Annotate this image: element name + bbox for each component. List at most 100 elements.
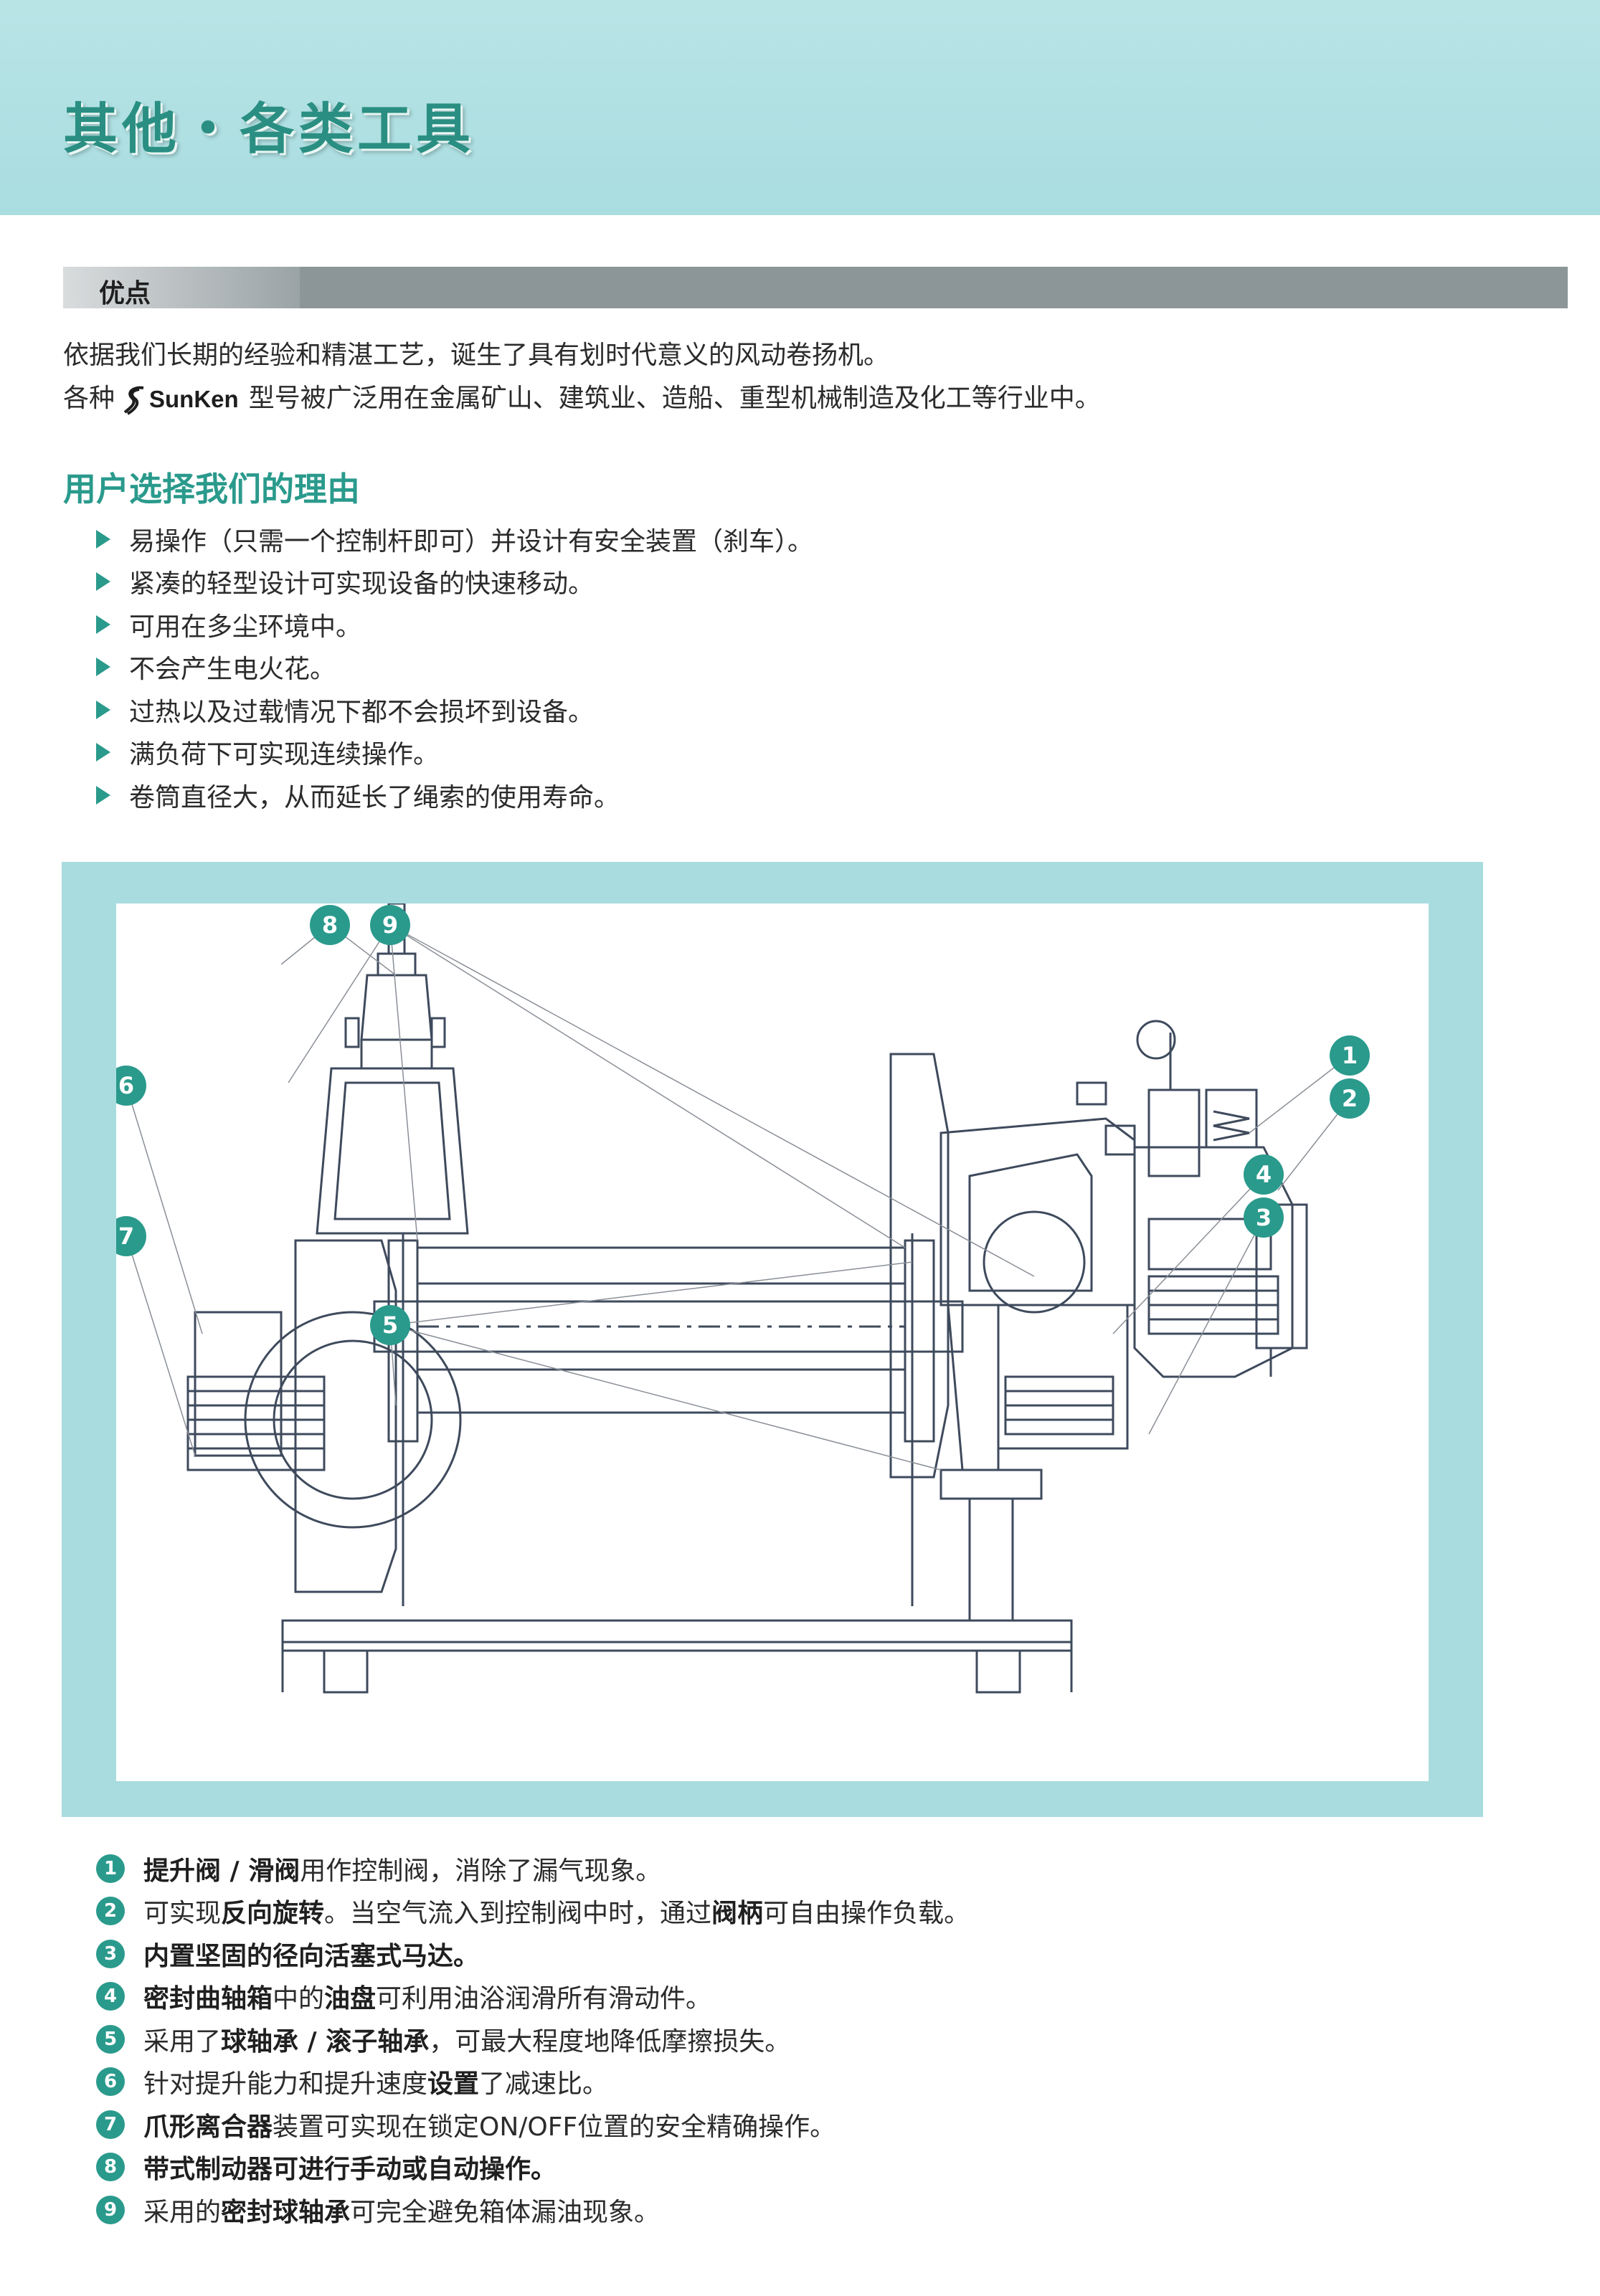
list-item: 7 爪形离合器装置可实现在锁定ON/OFF位置的安全精确操作。 <box>96 2103 970 2146</box>
feature-text-bold: 反向旋转 <box>221 1899 325 1929</box>
callout-6-label: 6 <box>118 1072 134 1099</box>
callout-6: 6 <box>116 1066 146 1106</box>
list-item: 5 采用了球轴承 / 滚子轴承，可最大程度地降低摩擦损失。 <box>96 2018 970 2061</box>
list-item: 可用在多尘环境中。 <box>96 603 813 646</box>
brand-name: SunKen <box>149 385 239 412</box>
feature-number-badge: 2 <box>96 1897 125 1926</box>
brand-swoosh-icon <box>123 386 144 415</box>
reasons-list: 易操作（只需一个控制杆即可）并设计有安全装置（刹车）。 紧凑的轻型设计可实现设备… <box>96 518 813 817</box>
winch-cross-section-diagram: 8 9 1 2 4 3 5 6 7 <box>116 903 1429 1781</box>
feature-number-badge: 7 <box>96 2110 125 2139</box>
feature-number-badge: 1 <box>96 1854 125 1883</box>
feature-text-bold: 阀柄 <box>711 1899 764 1929</box>
callout-5: 5 <box>370 1305 410 1345</box>
feature-number-badge: 6 <box>96 2067 125 2097</box>
callout-5-label: 5 <box>382 1311 398 1339</box>
feature-text-bold: 球轴承 / 滚子轴承 <box>221 2026 430 2057</box>
triangle-bullet-icon <box>96 529 110 549</box>
callout-4-label: 4 <box>1256 1161 1272 1188</box>
triangle-bullet-icon <box>96 658 110 677</box>
list-item: 9 采用的密封球轴承可完全避免箱体漏油现象。 <box>96 2188 970 2231</box>
feature-number-badge: 4 <box>96 1982 125 2011</box>
list-item: 过热以及过载情况下都不会损坏到设备。 <box>96 688 813 731</box>
callout-2: 2 <box>1330 1078 1370 1119</box>
diagram-frame: 8 9 1 2 4 3 5 6 7 <box>62 862 1483 1817</box>
feature-text: ，可最大程度地降低摩擦损失。 <box>429 2026 791 2057</box>
callout-3: 3 <box>1244 1197 1284 1238</box>
reason-text: 不会产生电火花。 <box>129 655 336 685</box>
feature-text-bold: 设置 <box>427 2069 480 2100</box>
callout-8-label: 8 <box>322 911 338 939</box>
section-heading: 优点 <box>99 279 151 308</box>
feature-text-bold: 油盘 <box>324 1984 377 2014</box>
list-item: 8 带式制动器可进行手动或自动操作。 <box>96 2146 970 2189</box>
callout-2-label: 2 <box>1342 1085 1358 1112</box>
feature-text-bold: 带式制动器可进行手动或自动操作。 <box>143 2155 557 2185</box>
callout-8: 8 <box>310 905 350 945</box>
list-item: 3 内置坚固的径向活塞式马达。 <box>96 1932 970 1975</box>
reason-text: 满负荷下可实现连续操作。 <box>129 740 440 770</box>
feature-text: 中的 <box>273 1984 325 2014</box>
list-item: 易操作（只需一个控制杆即可）并设计有安全装置（刹车）。 <box>96 518 813 561</box>
intro-line-2: 各种 SunKen 型号被广泛用在金属矿山、建筑业、造船、重型机械制造及化工等行业中… <box>63 377 1101 415</box>
reason-text: 卷筒直径大，从而延长了绳索的使用寿命。 <box>129 782 620 812</box>
winch-linework <box>186 903 1308 1694</box>
callout-4: 4 <box>1244 1154 1284 1195</box>
triangle-bullet-icon <box>96 785 110 805</box>
triangle-bullet-icon <box>96 700 110 719</box>
page-title: 其他・各类工具 <box>63 97 475 161</box>
feature-text: 可利用油浴润滑所有滑动件。 <box>376 1984 712 2014</box>
list-item: 卷筒直径大，从而延长了绳索的使用寿命。 <box>96 774 813 817</box>
triangle-bullet-icon <box>96 743 110 762</box>
callout-1-label: 1 <box>1342 1042 1358 1069</box>
callout-1: 1 <box>1330 1035 1370 1076</box>
list-item: 紧凑的轻型设计可实现设备的快速移动。 <box>96 561 813 604</box>
winch-drawing: 8 9 1 2 4 3 5 6 7 <box>116 903 1370 1694</box>
list-item: 1 提升阀 / 滑阀用作控制阀，消除了漏气现象。 <box>96 1847 970 1890</box>
callout-7-label: 7 <box>118 1223 134 1250</box>
triangle-bullet-icon <box>96 615 110 634</box>
feature-text-bold: 内置坚固的径向活塞式马达。 <box>143 1941 480 1971</box>
feature-text-bold: 提升阀 / 滑阀 <box>143 1856 300 1886</box>
reason-text: 过热以及过载情况下都不会损坏到设备。 <box>129 697 595 727</box>
feature-text: 针对提升能力和提升速度 <box>143 2069 428 2100</box>
diagram-callouts: 8 9 1 2 4 3 5 6 7 <box>116 905 1370 1345</box>
reason-text: 易操作（只需一个控制杆即可）并设计有安全装置（刹车）。 <box>129 526 814 556</box>
feature-number-badge: 9 <box>96 2195 125 2224</box>
leader-lines <box>126 924 1350 1471</box>
callout-7: 7 <box>116 1216 146 1256</box>
feature-text: 采用的 <box>143 2197 222 2227</box>
feature-text-bold: 密封球轴承 <box>221 2197 351 2227</box>
callout-3-label: 3 <box>1256 1204 1272 1231</box>
intro-line-1: 依据我们长期的经验和精湛工艺，诞生了具有划时代意义的风动卷扬机。 <box>63 341 890 370</box>
feature-text-bold: 爪形离合器 <box>143 2112 273 2142</box>
feature-text-bold: 密封曲轴箱 <box>143 1984 273 2014</box>
feature-text: 装置可实现在锁定ON/OFF位置的安全精确操作。 <box>273 2112 836 2142</box>
callout-9: 9 <box>370 905 410 945</box>
feature-text: 采用了 <box>143 2026 222 2057</box>
section-bar: 优点 <box>63 267 1568 308</box>
feature-text: 。当空气流入到控制阀中时，通过 <box>324 1899 712 1929</box>
header-band <box>0 0 1600 215</box>
features-list: 1 提升阀 / 滑阀用作控制阀，消除了漏气现象。 2 可实现反向旋转。当空气流入到控制… <box>96 1847 970 2231</box>
feature-number-badge: 5 <box>96 2024 125 2054</box>
list-item: 6 针对提升能力和提升速度设置了减速比。 <box>96 2061 970 2104</box>
list-item: 满负荷下可实现连续操作。 <box>96 731 813 774</box>
intro-line-2-suffix: 型号被广泛用在金属矿山、建筑业、造船、重型机械制造及化工等行业中。 <box>248 384 1101 413</box>
reason-text: 紧凑的轻型设计可实现设备的快速移动。 <box>129 569 595 599</box>
reason-text: 可用在多尘环境中。 <box>129 612 362 642</box>
section-tab <box>63 267 300 308</box>
feature-text: 用作控制阀，消除了漏气现象。 <box>300 1856 662 1886</box>
reasons-heading: 用户选择我们的理由 <box>63 470 360 508</box>
brand-logo: SunKen <box>122 384 239 415</box>
feature-number-badge: 8 <box>96 2153 125 2182</box>
feature-text: 可完全避免箱体漏油现象。 <box>350 2197 661 2227</box>
intro-line-2-prefix: 各种 <box>63 384 115 413</box>
list-item: 不会产生电火花。 <box>96 646 813 689</box>
callout-9-label: 9 <box>382 911 398 939</box>
feature-text: 可实现 <box>143 1899 222 1929</box>
feature-text: 了减速比。 <box>479 2069 609 2100</box>
feature-number-badge: 3 <box>96 1939 125 1968</box>
list-item: 4 密封曲轴箱中的油盘可利用油浴润滑所有滑动件。 <box>96 1975 970 2019</box>
